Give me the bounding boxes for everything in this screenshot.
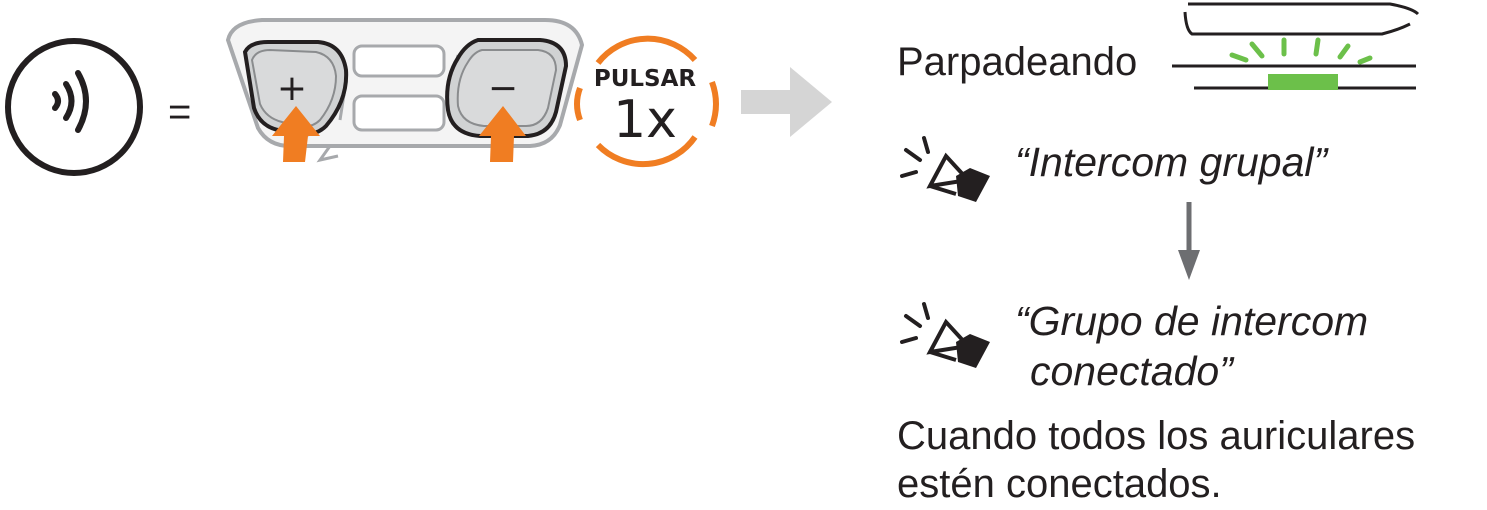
equals-sign: = bbox=[168, 90, 192, 134]
voice-prompt-connected-line2: conectado” bbox=[1030, 348, 1233, 394]
voice-prompt-connected-line1: “Grupo de intercom bbox=[1015, 298, 1369, 344]
plus-button[interactable]: + bbox=[242, 40, 349, 137]
connection-note: Cuando todos los auriculares estén conec… bbox=[897, 412, 1415, 508]
voice-prompt-group-intercom: “Intercom grupal” bbox=[1015, 139, 1328, 185]
minus-button-label: − bbox=[488, 68, 518, 109]
right-arrow-icon bbox=[741, 67, 832, 137]
connection-note-line2: estén conectados. bbox=[897, 462, 1222, 506]
press-badge-count: 1x bbox=[613, 90, 677, 150]
led-status-label: Parpadeando bbox=[897, 40, 1138, 84]
press-badge-label: PULSAR bbox=[594, 66, 697, 92]
blink-rays-icon bbox=[1229, 37, 1373, 65]
orange-up-arrow-icon bbox=[479, 106, 526, 162]
connection-note-line1: Cuando todos los auriculares bbox=[897, 414, 1416, 458]
down-arrow-icon bbox=[1178, 202, 1200, 280]
minus-button[interactable]: − bbox=[445, 38, 569, 138]
speaker-icon bbox=[900, 136, 990, 202]
led-indicator bbox=[1172, 2, 1420, 90]
intercom-waves-icon bbox=[5, 38, 143, 176]
orange-up-arrow-icon bbox=[272, 106, 320, 162]
plus-button-label: + bbox=[277, 68, 307, 109]
press-badge: PULSAR 1x bbox=[574, 35, 719, 168]
speaker-icon bbox=[900, 302, 990, 368]
